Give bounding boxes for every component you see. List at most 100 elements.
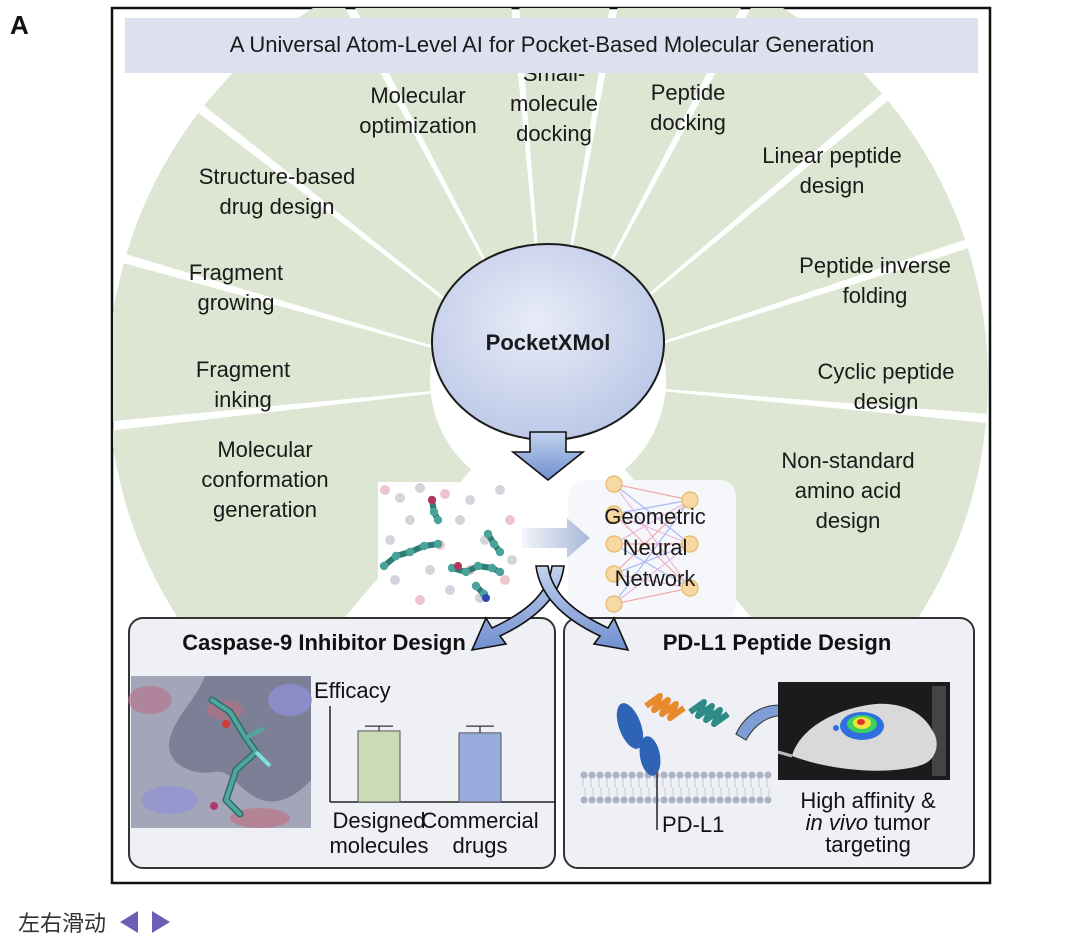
lipid-head (764, 771, 772, 779)
lipid-head (636, 796, 644, 804)
segment-label-line: molecule (510, 91, 598, 116)
segment-label-line: generation (213, 497, 317, 522)
bar (458, 732, 502, 803)
molecule-atom (495, 567, 505, 577)
lipid-head (732, 771, 740, 779)
molecule-atom (471, 581, 481, 591)
lipid-head (700, 796, 708, 804)
segment-label-line: inking (214, 387, 271, 412)
wheel-segment (204, 8, 492, 307)
lipid-head (636, 771, 644, 779)
segment-label-line: Structure-based (199, 164, 356, 189)
lipid-head (676, 771, 684, 779)
lipid-head (620, 771, 628, 779)
lipid-head (604, 796, 612, 804)
molecule-atom (461, 567, 471, 577)
task-wheel (113, 8, 988, 715)
caption-rest: tumor (868, 810, 930, 835)
y-axis-label: Efficacy (314, 678, 391, 703)
lipid-head (588, 796, 596, 804)
network-edge (613, 513, 691, 545)
network-edge (613, 499, 691, 575)
title-bar (125, 18, 978, 73)
mouse-imaging-image (777, 682, 950, 780)
atom-dot (495, 485, 505, 495)
triangle-left-icon[interactable] (120, 911, 139, 933)
atom-dot (415, 483, 425, 493)
lipid-head (716, 771, 724, 779)
lipid-head (756, 796, 764, 804)
oxygen-atom (454, 562, 462, 570)
segment-label-line: amino acid (795, 478, 901, 503)
bar (357, 730, 401, 803)
segment-label: Structure-based drug design (199, 164, 356, 219)
network-node (605, 565, 623, 583)
network-node (605, 595, 623, 613)
segment-label-line: Peptide inverse (799, 253, 951, 278)
segment-label-line: design (854, 389, 919, 414)
network-node (605, 475, 623, 493)
lipid-head (684, 796, 692, 804)
network-label-line: Neural (623, 535, 688, 560)
pdl1-protein-icon (616, 703, 661, 830)
main-title: A Universal Atom-Level AI for Pocket-Bas… (230, 32, 874, 57)
molecule-atom (419, 541, 429, 551)
network-edge (613, 499, 691, 545)
molecule-atom (433, 515, 443, 525)
wheel-segment (113, 263, 435, 422)
molecule-atom (433, 539, 443, 549)
lipid-head (724, 771, 732, 779)
lipid-head (620, 796, 628, 804)
molecule-atom (391, 551, 401, 561)
triangle-right-icon[interactable] (152, 911, 171, 933)
atom-dot (405, 515, 415, 525)
molecule-atom (487, 563, 497, 573)
atom-dot (445, 585, 455, 595)
lipid-head (668, 771, 676, 779)
lipid-head (700, 771, 708, 779)
left-panel-title: Caspase-9 Inhibitor Design (182, 630, 466, 655)
protein-pocket-image (128, 676, 312, 828)
network-edge (613, 543, 691, 575)
x-tick-label-line: Designed (333, 808, 426, 833)
segment-label-line: Fragment (189, 260, 283, 285)
lipid-head (740, 771, 748, 779)
segment-label: Non-standard amino acid design (781, 448, 914, 533)
pdl1-label: PD-L1 (662, 812, 724, 837)
wheel-segment (639, 100, 966, 343)
network-edge (613, 573, 691, 589)
wheel-segment (126, 112, 455, 347)
down-arrow-icon (510, 431, 586, 482)
segment-label-line: Linear peptide (762, 143, 901, 168)
lipid-head (692, 796, 700, 804)
segment-label-line: Non-standard (781, 448, 914, 473)
segment-label-line: drug design (220, 194, 335, 219)
molecule-atom (379, 561, 389, 571)
lipid-head (676, 796, 684, 804)
molecule-atom (405, 547, 415, 557)
lipid-head (756, 771, 764, 779)
network-node (681, 491, 699, 509)
network-node (681, 535, 699, 553)
network-label-line: Network (615, 566, 697, 591)
lipid-head (596, 771, 604, 779)
lipid-head (612, 796, 620, 804)
molecule-image (378, 482, 517, 606)
x-tick-label-line: Commercial (421, 808, 538, 833)
lipid-head (588, 771, 596, 779)
nitrogen-atom (482, 594, 490, 602)
panel-letter: A (10, 10, 29, 40)
molecule-atom (483, 529, 493, 539)
molecule-atom (489, 539, 499, 549)
segment-label-line: Molecular (217, 437, 312, 462)
segment-label-line: design (816, 508, 881, 533)
atom-dot (395, 493, 405, 503)
